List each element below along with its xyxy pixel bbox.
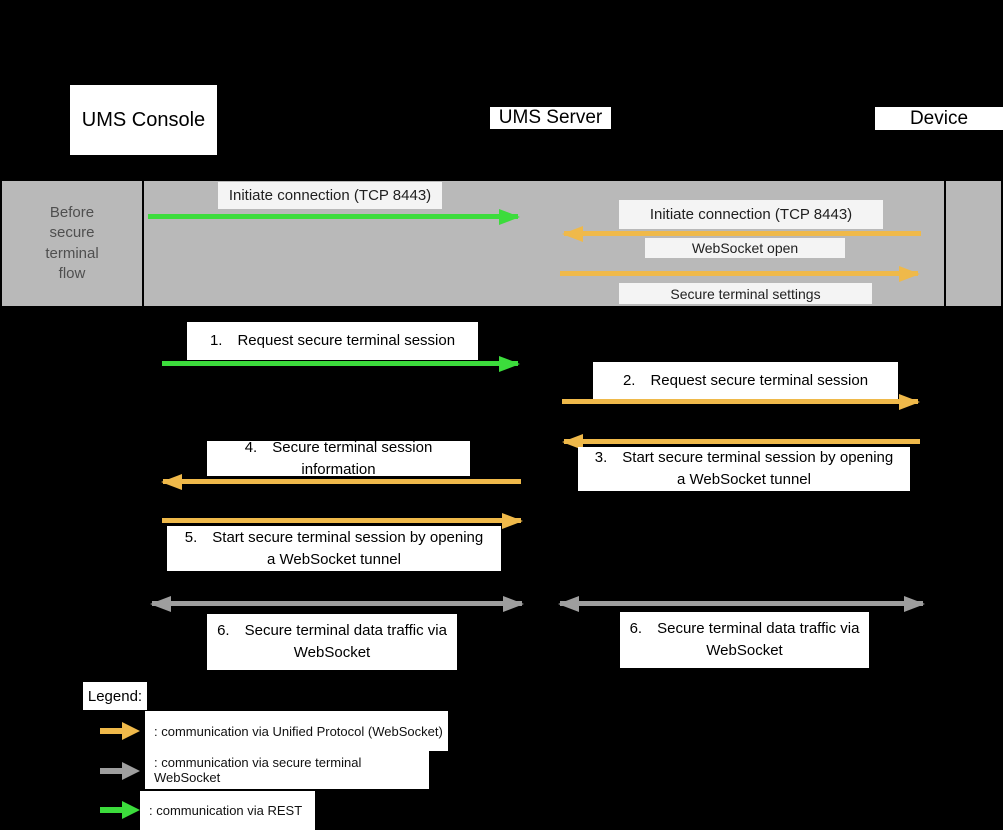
arrow-shaft: [162, 361, 518, 366]
arrow-head-right-icon: [899, 265, 920, 282]
arrow-head-right-icon: [122, 801, 140, 819]
secure-terminal-arrow-step6-right: [558, 595, 925, 612]
step-label: Secure terminal data traffic via: [657, 620, 860, 638]
step-box-3: 3. Start secure terminal session by open…: [578, 447, 910, 491]
secure-terminal-arrow-icon: [100, 762, 140, 780]
step-label: Secure terminal session: [272, 438, 433, 456]
band-label-cell: Before secure terminal flow: [2, 181, 142, 306]
step-box-4: 4. Secure terminal session information: [207, 439, 470, 478]
step-text: 3. Start secure terminal session by open…: [595, 447, 894, 469]
step-label-line2: information: [301, 460, 376, 478]
step-number: 5.: [184, 528, 198, 546]
legend-item-secure-terminal: : communication via secure terminal WebS…: [145, 751, 429, 789]
step-number: 2.: [622, 371, 636, 389]
step-box-5: 5. Start secure terminal session by open…: [167, 526, 501, 571]
arrow-shaft: [148, 214, 518, 219]
step-text: 2. Request secure terminal session: [623, 370, 868, 392]
step-number: 4.: [244, 438, 258, 456]
unified-protocol-arrow-icon: [100, 722, 140, 740]
step-number: 1.: [209, 332, 223, 350]
arrow-shaft: [162, 518, 521, 523]
arrow-head-left-icon: [150, 595, 171, 612]
arrow-head-right-icon: [899, 393, 920, 410]
unified-arrow-initiate-connection: [562, 225, 923, 242]
actor-device: Device: [875, 107, 1003, 130]
arrow-shaft: [100, 728, 130, 734]
arrow-shaft: [100, 768, 130, 774]
step-label: Secure terminal data traffic via: [244, 622, 447, 640]
arrow-head-right-icon: [499, 355, 520, 372]
arrow-head-right-icon: [904, 595, 925, 612]
rest-arrow-initiate-connection: [148, 208, 520, 225]
arrow-head-right-icon: [122, 722, 140, 740]
arrow-head-right-icon: [499, 208, 520, 225]
legend-item-rest: : communication via REST: [140, 791, 315, 830]
arrow-shaft: [560, 271, 918, 276]
step-label: Request secure terminal session: [650, 371, 869, 389]
band-message-initiate-connection-left: Initiate connection (TCP 8443): [218, 182, 442, 209]
step-label: Start secure terminal session by opening: [212, 528, 484, 546]
step-label-line2: a WebSocket tunnel: [677, 471, 811, 488]
step-text: 4. Secure terminal session: [245, 437, 433, 459]
step-label: Start secure terminal session by opening: [622, 449, 894, 467]
step-number: 6.: [217, 622, 230, 640]
step-box-6-right: 6. Secure terminal data traffic via WebS…: [620, 612, 869, 668]
band-divider-console: [142, 181, 144, 306]
step-box-6-left: 6. Secure terminal data traffic via WebS…: [207, 614, 457, 670]
secure-terminal-arrow-step6-left: [150, 595, 524, 612]
rest-arrow-step1: [162, 355, 520, 372]
step-text: 6. Secure terminal data traffic via: [217, 620, 447, 642]
rest-arrow-icon: [100, 801, 140, 819]
band-message-websocket-open: WebSocket open: [645, 238, 845, 258]
band-message-initiate-connection-right: Initiate connection (TCP 8443): [619, 200, 883, 229]
arrow-head-right-icon: [122, 762, 140, 780]
step-text: 1. Request secure terminal session: [210, 330, 455, 352]
step-label-line2: a WebSocket tunnel: [267, 550, 401, 568]
legend-item-unified: : communication via Unified Protocol (We…: [145, 711, 448, 751]
band-divider-device: [944, 181, 946, 306]
unified-arrow-step4: [161, 473, 523, 490]
step-text: 5. Start secure terminal session by open…: [185, 527, 484, 549]
arrow-shaft: [163, 479, 521, 484]
step-label-line2: WebSocket: [706, 642, 783, 659]
arrow-head-left-icon: [161, 473, 182, 490]
unified-arrow-step3: [562, 433, 922, 450]
arrow-shaft: [564, 231, 921, 236]
step-box-2: 2. Request secure terminal session: [593, 362, 898, 399]
step-number: 3.: [594, 449, 608, 467]
band-label-text: Before secure terminal flow: [45, 204, 99, 282]
arrow-shaft: [100, 807, 130, 813]
step-label-line2: WebSocket: [293, 644, 371, 661]
arrow-head-right-icon: [503, 595, 524, 612]
unified-arrow-step2: [562, 393, 920, 410]
band-message-secure-terminal-settings: Secure terminal settings: [619, 283, 872, 304]
arrow-shaft: [152, 601, 522, 606]
arrow-shaft: [560, 601, 923, 606]
arrow-head-left-icon: [562, 225, 583, 242]
actor-ums-server: UMS Server: [490, 107, 611, 129]
step-box-1: 1. Request secure terminal session: [187, 322, 478, 360]
step-number: 6.: [629, 620, 643, 638]
arrow-head-left-icon: [562, 433, 583, 450]
actor-ums-console: UMS Console: [70, 85, 217, 155]
step-text: 6. Secure terminal data traffic via: [630, 618, 860, 640]
unified-arrow-step5: [162, 512, 523, 529]
legend-title: Legend:: [83, 682, 147, 710]
arrow-shaft: [562, 399, 918, 404]
step-label: Request secure terminal session: [237, 332, 456, 350]
arrow-shaft: [564, 439, 920, 444]
arrow-head-right-icon: [502, 512, 523, 529]
arrow-head-left-icon: [558, 595, 579, 612]
unified-arrow-secure-terminal-settings: [560, 265, 920, 282]
